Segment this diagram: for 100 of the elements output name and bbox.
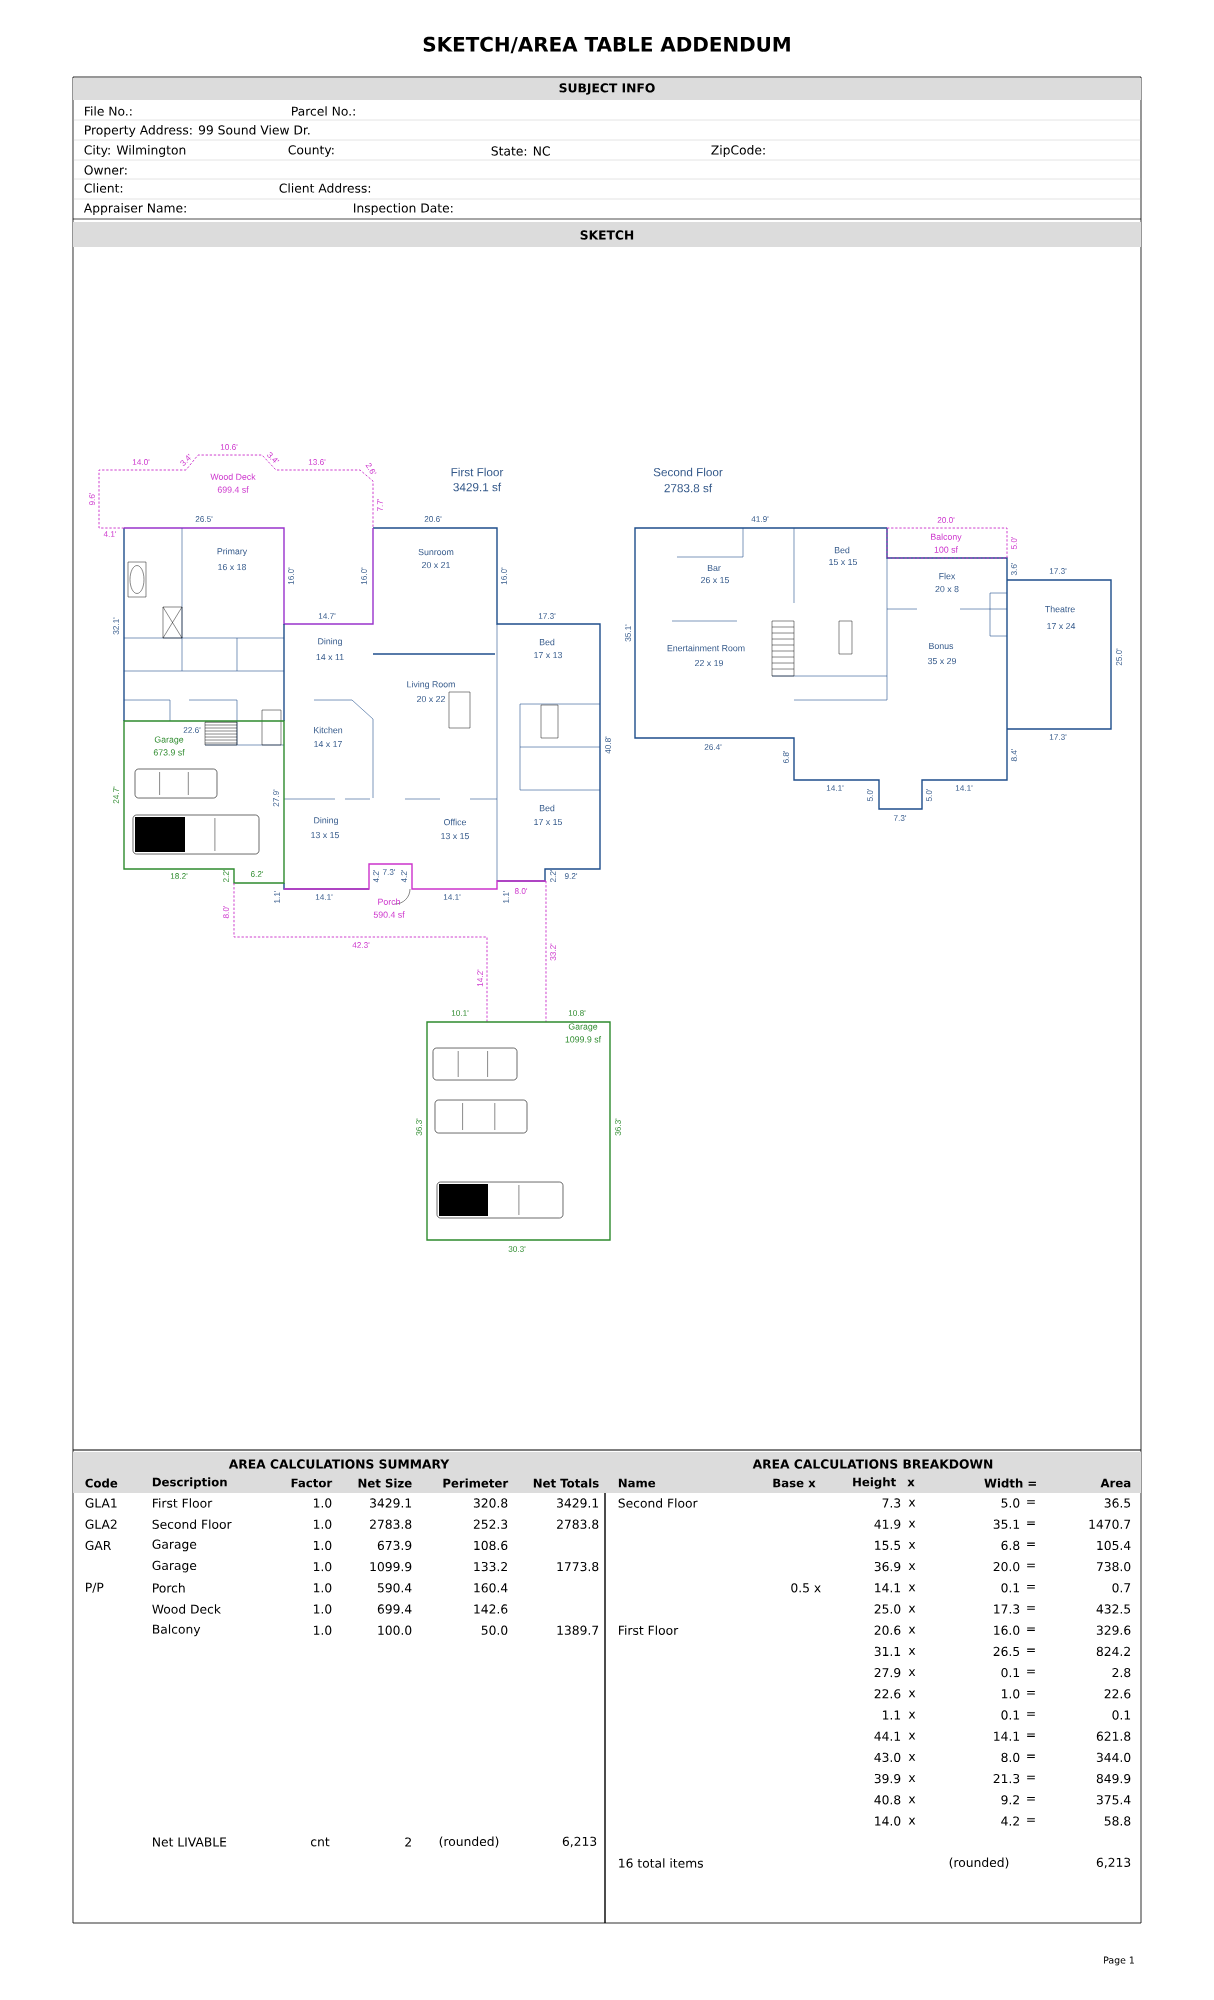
table-cell: 44.1 bbox=[874, 1731, 901, 1741]
table-cell: 0.1 bbox=[1001, 1710, 1020, 1720]
table-cell: Garage bbox=[152, 1560, 197, 1573]
table-cell: 1.0 bbox=[313, 1519, 332, 1529]
table-cell: First Floor bbox=[619, 1625, 679, 1635]
table-cell: 35.1 bbox=[993, 1519, 1020, 1529]
page-title: SKETCH/AREA TABLE ADDENDUM bbox=[423, 36, 790, 54]
dimension-label: 40.8' bbox=[605, 736, 611, 754]
table-cell: 621.8 bbox=[1096, 1731, 1131, 1741]
room-size: 17 x 13 bbox=[534, 651, 562, 659]
table-cell: = bbox=[1027, 1648, 1035, 1653]
table-cell: 1.0 bbox=[313, 1561, 332, 1572]
dimension-label: 3.6' bbox=[1011, 562, 1017, 576]
dimension-label: 17.3' bbox=[1049, 734, 1067, 740]
table-cell: Net LIVABLE bbox=[153, 1837, 227, 1847]
dimension-label: 6.8' bbox=[783, 750, 789, 764]
table-cell: 6,213 bbox=[562, 1836, 597, 1848]
room-name: Enertainment Room bbox=[667, 644, 745, 652]
table-cell: x bbox=[908, 1542, 916, 1549]
table-cell: 58.8 bbox=[1104, 1816, 1131, 1826]
table-cell: 14.1 bbox=[875, 1583, 901, 1593]
dimension-label: 14.0' bbox=[132, 459, 150, 465]
table-cell: 17.3 bbox=[994, 1604, 1020, 1614]
room-size: 22 x 19 bbox=[695, 659, 723, 667]
room-size: 20 x 8 bbox=[935, 585, 959, 593]
room-name: Bonus bbox=[929, 642, 954, 650]
room-name: Dining bbox=[318, 637, 342, 647]
dimension-label: 3.4' bbox=[180, 453, 191, 466]
field-label: ZipCode: bbox=[711, 145, 765, 157]
area-outline: Garage 1099.9 sf bbox=[426, 1021, 611, 1241]
table-cell: 133.2 bbox=[474, 1561, 507, 1572]
table-cell: = bbox=[1027, 1797, 1035, 1801]
table-cell: (rounded) bbox=[949, 1857, 1009, 1869]
table-cell: 26.5 bbox=[993, 1646, 1020, 1657]
table-cell: x bbox=[908, 1754, 916, 1761]
table-cell: = bbox=[1027, 1775, 1035, 1780]
table-cell: 108.6 bbox=[474, 1540, 508, 1551]
room-name: Kitchen bbox=[314, 726, 343, 734]
room-name: Primary bbox=[217, 547, 248, 557]
table-cell: Garage bbox=[152, 1539, 197, 1552]
table-cell: x bbox=[908, 1775, 916, 1782]
table-cell: 1.0 bbox=[313, 1604, 332, 1614]
table-cell: GLA2 bbox=[85, 1519, 117, 1529]
dimension-label: 14.7' bbox=[318, 613, 336, 619]
table-cell: 673.9 bbox=[377, 1540, 412, 1551]
room-name: Flex bbox=[939, 572, 956, 580]
column-header: Perimeter bbox=[443, 1478, 509, 1488]
table-cell: 43.0 bbox=[874, 1752, 901, 1763]
dimension-label: 16.0' bbox=[501, 567, 507, 585]
table-cell: x bbox=[908, 1584, 916, 1592]
room-size: 14 x 17 bbox=[314, 741, 342, 748]
dimension-label: 4.2' bbox=[401, 869, 407, 883]
column-header: Net Size bbox=[358, 1478, 412, 1488]
room-name: Theatre bbox=[1045, 605, 1075, 613]
dimension-label: 20.6' bbox=[424, 516, 442, 522]
table-cell: 699.4 bbox=[377, 1604, 412, 1614]
dimension-label: 14.2' bbox=[477, 969, 483, 987]
table-cell: x bbox=[908, 1732, 916, 1740]
table-cell: 21.3 bbox=[993, 1773, 1020, 1784]
table-cell: 25.0 bbox=[874, 1604, 901, 1614]
table-cell: = bbox=[1027, 1669, 1035, 1674]
table-cell: 3429.1 bbox=[557, 1498, 599, 1508]
room-size: 13 x 15 bbox=[311, 831, 340, 839]
table-cell: 738.0 bbox=[1096, 1561, 1131, 1572]
floor-area: 3429.1 sf bbox=[453, 482, 502, 492]
room-name: Office bbox=[444, 818, 466, 826]
table-cell: 16.0 bbox=[994, 1625, 1020, 1635]
table-cell: x bbox=[908, 1563, 916, 1570]
table-cell: 1389.7 bbox=[557, 1625, 599, 1635]
table-cell: 1.0 bbox=[1001, 1689, 1020, 1699]
dimension-label: 16.0' bbox=[361, 567, 367, 585]
column-header: x bbox=[907, 1479, 915, 1487]
table-cell: 40.8 bbox=[874, 1795, 901, 1805]
table-cell: 590.4 bbox=[377, 1583, 412, 1593]
dimension-label: 35.1' bbox=[625, 624, 631, 642]
room-name: Sunroom bbox=[418, 548, 454, 556]
room-size: 16 x 18 bbox=[218, 563, 246, 571]
table-cell: 2.8 bbox=[1112, 1667, 1131, 1678]
page-number: Page 1 bbox=[1104, 1956, 1134, 1966]
table-cell: = bbox=[1027, 1606, 1035, 1610]
dimension-label: 14.1' bbox=[443, 894, 461, 900]
table-cell: = bbox=[1027, 1733, 1035, 1737]
table-cell: 824.2 bbox=[1096, 1646, 1130, 1657]
table-cell: = bbox=[1027, 1754, 1035, 1759]
dimension-label: 14.1' bbox=[826, 785, 844, 791]
table-cell: 16 total items bbox=[619, 1858, 703, 1868]
table-cell: 375.4 bbox=[1096, 1795, 1131, 1805]
room-size: 17 x 24 bbox=[1047, 622, 1076, 630]
dimension-label: 5.0' bbox=[867, 788, 873, 802]
dimension-label: 16.0' bbox=[288, 567, 294, 585]
table-cell: 6,213 bbox=[1096, 1857, 1131, 1869]
node-label: AREA CALCULATIONS SUMMARY bbox=[228, 1459, 450, 1469]
dimension-label: 9.2' bbox=[564, 873, 578, 879]
dimension-label: 22.6' bbox=[183, 727, 201, 733]
table-cell: 41.9 bbox=[874, 1519, 901, 1529]
table-cell: 31.1 bbox=[874, 1646, 901, 1657]
dimension-label: 17.3' bbox=[1049, 568, 1067, 574]
floor-area: 2783.8 sf bbox=[664, 483, 713, 493]
table-cell: 14.0 bbox=[875, 1816, 901, 1826]
dimension-label: 26.5' bbox=[195, 516, 213, 522]
